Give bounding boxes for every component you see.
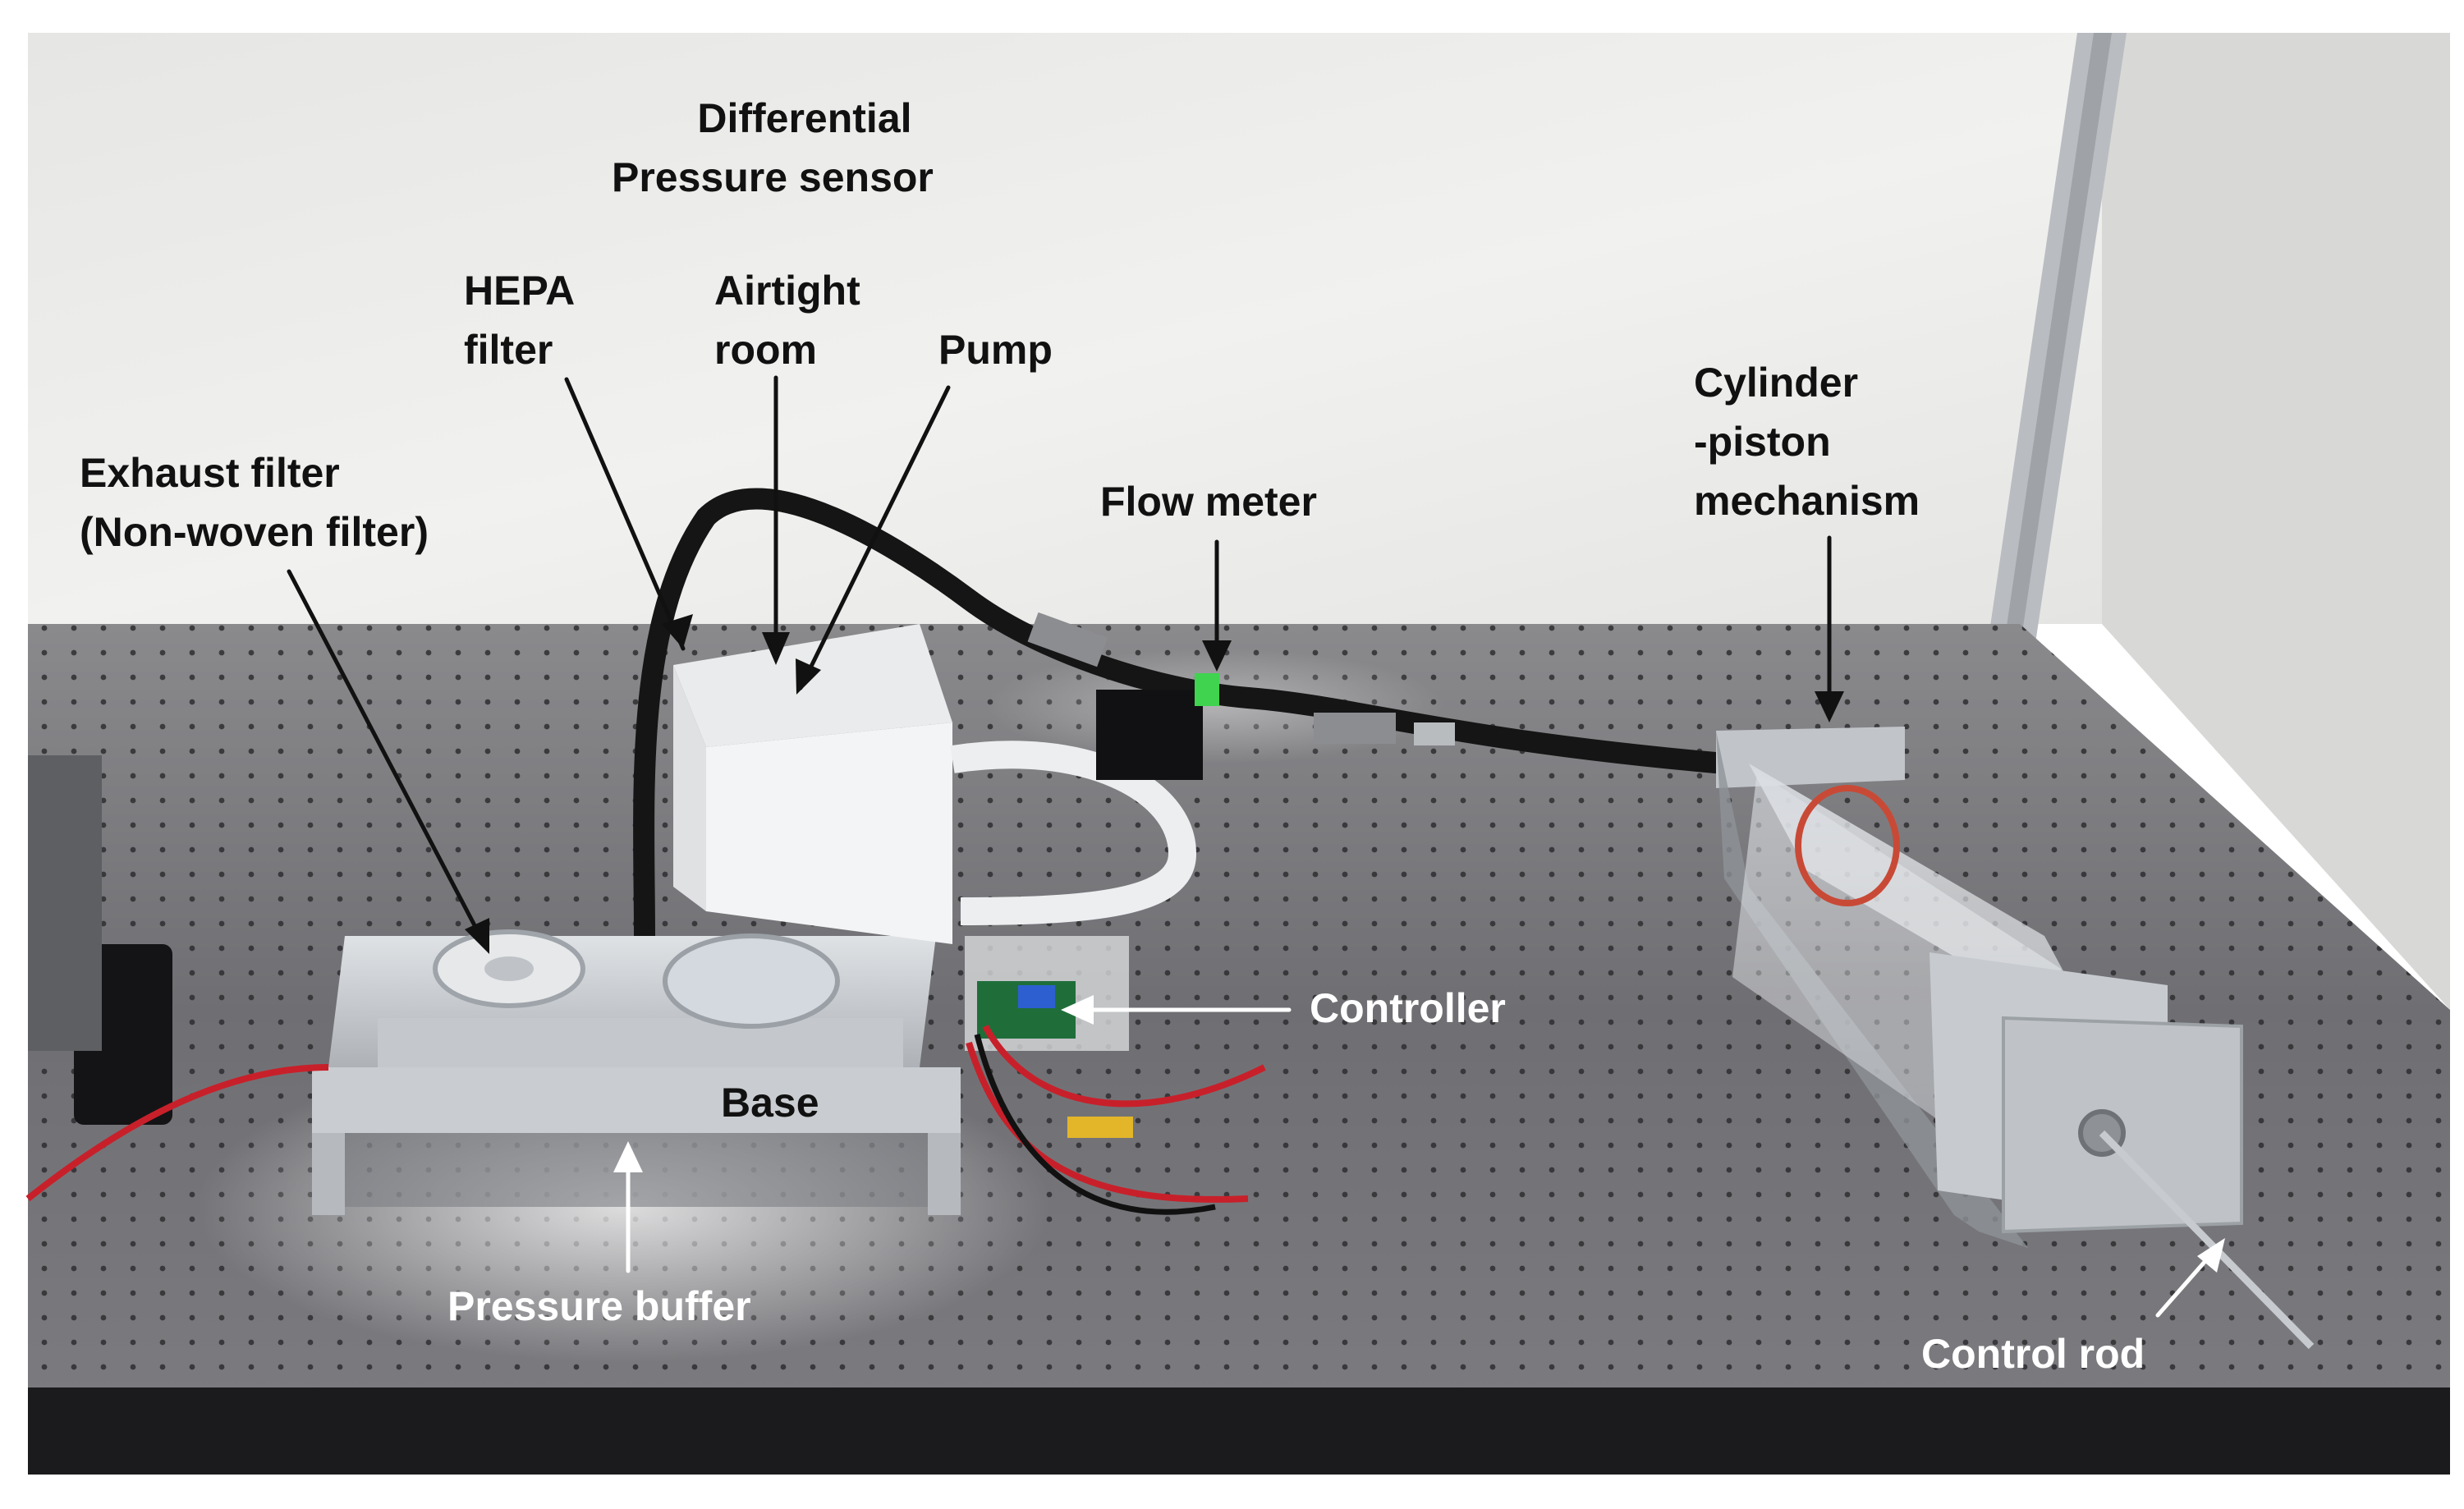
label-line: filter	[464, 327, 553, 373]
base-assembly	[312, 929, 961, 1215]
label-airtight-room: Airtight room	[714, 261, 860, 379]
pressure-buffer-window	[663, 933, 840, 1029]
label-control-rod: Control rod	[1921, 1331, 2145, 1377]
label-pressure-buffer: Pressure buffer	[447, 1283, 751, 1329]
red-wires	[25, 1025, 1266, 1203]
flow-meter-body	[1096, 690, 1203, 780]
arrow-exhaust-filter	[287, 569, 487, 947]
label-line: HEPA	[464, 268, 576, 314]
ribbon-cable	[950, 741, 1197, 925]
label-differential-pressure-sensor: Differential Pressure sensor	[612, 89, 934, 207]
label-exhaust-filter: Exhaust filter (Non-woven filter)	[80, 443, 429, 562]
label-line: room	[714, 327, 817, 373]
label-line: Exhaust filter	[80, 450, 340, 496]
arrow-hepa-filter	[564, 377, 686, 651]
label-cylinder-piston-mechanism: Cylinder -piston mechanism	[1694, 353, 1920, 530]
airtight-room-box	[673, 624, 952, 944]
enclosure-side-wall	[2102, 33, 2450, 1010]
label-line: (Non-woven filter)	[80, 509, 429, 555]
label-line: Airtight	[714, 268, 860, 314]
table-front-edge	[28, 1387, 2450, 1475]
cylinder-piston-assembly	[1716, 727, 2315, 1350]
label-hepa-filter: HEPA filter	[464, 261, 575, 379]
label-flow-meter: Flow meter	[1100, 479, 1317, 525]
label-line: Differential	[697, 95, 912, 141]
annotation-arrows	[287, 375, 2225, 1318]
label-base: Base	[721, 1080, 819, 1126]
label-pump: Pump	[938, 327, 1053, 373]
label-line: -piston	[1694, 419, 1831, 465]
arrow-pump	[798, 385, 951, 690]
label-line: mechanism	[1694, 478, 1920, 524]
label-line: Pressure sensor	[612, 154, 934, 200]
label-controller: Controller	[1310, 985, 1506, 1031]
label-line: Cylinder	[1694, 360, 1859, 406]
control-rod-shaft	[2099, 1130, 2315, 1350]
